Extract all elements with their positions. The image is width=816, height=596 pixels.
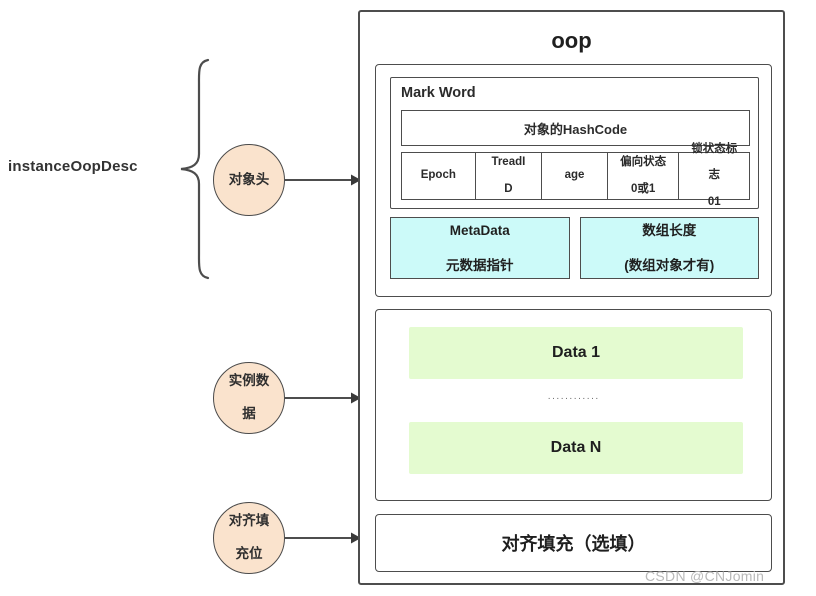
metadata-text: MetaData 元数据指针: [446, 222, 514, 275]
watermark: CSDN @CNJomin: [645, 568, 765, 584]
mark-word-cell-thread-id: TreadI D: [476, 153, 543, 199]
cell-age-line1: age: [564, 169, 585, 182]
array-length-box: 数组长度 (数组对象才有): [579, 217, 759, 279]
mark-word-cell-lock-state-flag: 锁状态标志 01: [679, 143, 749, 208]
mark-word-cell-epoch: Epoch: [402, 153, 476, 199]
alignment-padding-block: 对齐填充（选填）: [375, 514, 772, 572]
cell-lock-state-text: 锁状态标志 01: [690, 143, 738, 209]
circle-alignment-padding-label: 对齐填充位: [223, 513, 275, 564]
hashcode-cell: 对象的HashCode: [401, 110, 750, 146]
array-length-line1: 数组长度: [642, 222, 697, 238]
cell-lock-state-line1: 锁状态标: [691, 142, 738, 155]
data-item-last: Data N: [409, 422, 743, 474]
mark-word-title: Mark Word: [401, 85, 476, 101]
cell-epoch-line1: Epoch: [420, 169, 456, 182]
metadata-row: MetaData 元数据指针 数组长度 (数组对象才有): [390, 217, 759, 279]
circle-alignment-padding-line1: 对齐填: [228, 512, 270, 528]
object-header-block: Mark Word 对象的HashCode Epoch TreadI D age …: [375, 64, 772, 297]
metadata-line1: MetaData: [449, 222, 510, 238]
metadata-box: MetaData 元数据指针: [390, 217, 570, 279]
cell-thread-id-text: TreadI D: [489, 156, 527, 196]
circle-alignment-padding-line2: 充位: [235, 546, 263, 562]
data-ellipsis: ············: [547, 393, 600, 404]
cell-thread-id-line2: D: [504, 182, 513, 195]
mark-word-table: Epoch TreadI D age 偏向状态 0或1 锁状态标志 01: [401, 143, 750, 208]
mark-word-cell-biased-state: 偏向状态 0或1: [608, 153, 680, 199]
arrow-object-header: [285, 174, 361, 186]
instance-data-block: Data 1 ············ Data N: [375, 309, 772, 501]
oop-container: oop Mark Word 对象的HashCode Epoch TreadI D …: [358, 10, 785, 585]
circle-object-header-label: 对象头: [228, 171, 270, 187]
circle-instance-data-line2: 据: [242, 406, 256, 422]
cell-lock-state-line3: 01: [707, 195, 721, 208]
circle-alignment-padding[interactable]: 对齐填充位: [213, 502, 285, 574]
cell-lock-state-line2: 志: [708, 169, 720, 182]
mark-word-box: Mark Word 对象的HashCode Epoch TreadI D age …: [390, 77, 759, 209]
data-item-first: Data 1: [409, 327, 743, 379]
array-length-line2: (数组对象才有): [624, 257, 715, 273]
circle-instance-data[interactable]: 实例数据: [213, 362, 285, 434]
circle-instance-data-label: 实例数据: [223, 373, 275, 424]
cell-biased-state-line2: 0或1: [630, 182, 656, 195]
arrow-instance-data: [285, 392, 361, 404]
circle-object-header[interactable]: 对象头: [213, 144, 285, 216]
cell-thread-id-line1: TreadI: [491, 156, 526, 169]
metadata-line2: 元数据指针: [446, 257, 514, 273]
array-length-text: 数组长度 (数组对象才有): [624, 222, 714, 275]
circle-instance-data-line1: 实例数: [228, 372, 270, 388]
oop-title: oop: [551, 28, 592, 53]
brace-icon: [180, 58, 210, 280]
mark-word-cell-age: age: [542, 153, 608, 199]
cell-biased-state-line1: 偏向状态: [620, 156, 667, 169]
instance-oop-desc-label: instanceOopDesc: [8, 158, 138, 175]
arrow-alignment-padding: [285, 532, 361, 544]
cell-biased-state-text: 偏向状态 0或1: [620, 156, 666, 196]
